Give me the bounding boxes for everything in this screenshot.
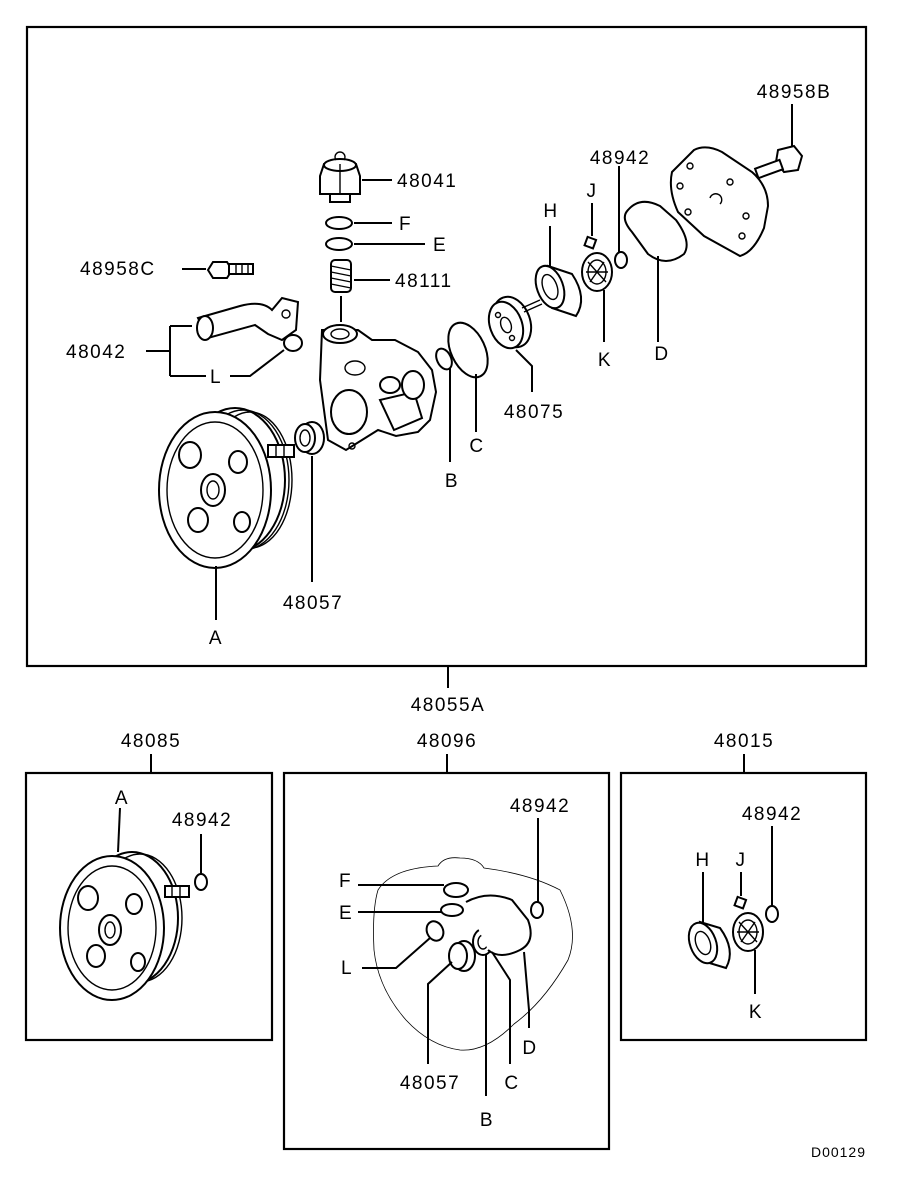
kit-bearing-bearing-k-part xyxy=(732,912,764,952)
kit-seals-frame xyxy=(282,771,611,1151)
label-pipe: 48042 xyxy=(66,342,126,363)
kit-seals-label-seal: 48057 xyxy=(400,1073,460,1094)
label-bolt-c: 48958C xyxy=(80,259,156,280)
label-oring-b: B xyxy=(445,471,459,492)
label-plate: 48075 xyxy=(504,402,564,423)
kit-bearing-label-bearing-k: K xyxy=(749,1002,763,1023)
kit-seals-oring-f-part xyxy=(443,882,469,898)
kit-seals-label-oring-e: E xyxy=(339,903,353,924)
kit-pulley-snapring-part xyxy=(194,873,208,891)
kit-seals-panel: 48096 48942 F E L 48057 B C D xyxy=(282,731,611,1151)
label-cap: 48041 xyxy=(397,171,457,192)
label-oring-l: L xyxy=(210,367,222,388)
oring-e-part xyxy=(325,237,353,251)
ring-h-part xyxy=(534,264,583,318)
kit-pulley-frame xyxy=(24,771,274,1042)
pump-outline-ghost xyxy=(373,857,573,1051)
kit-bearing-label-key-j: J xyxy=(736,850,747,871)
kit-seals-snapring-part xyxy=(530,901,544,919)
oring-f-part xyxy=(325,216,353,230)
cover-part xyxy=(669,146,770,258)
kit-seals-part-number: 48096 xyxy=(417,731,477,752)
kit-bearing-label-snapring: 48942 xyxy=(742,804,802,825)
bolt-c-part xyxy=(206,261,254,279)
label-pulley: A xyxy=(209,628,223,649)
kit-pulley-label-pulley: A xyxy=(115,788,129,809)
kit-bearing-snapring-part xyxy=(765,905,779,923)
bolt-b-part xyxy=(753,144,804,180)
kit-seals-oring-e-part xyxy=(440,903,464,917)
kit-pulley-part-number: 48085 xyxy=(121,731,181,752)
snapring-part xyxy=(614,251,628,269)
label-snapring: 48942 xyxy=(590,148,650,169)
assembly-part-number: 48055A xyxy=(411,695,486,716)
kit-seals-label-oring-b: B xyxy=(480,1110,494,1131)
pump-body xyxy=(318,324,438,452)
oring-b-part xyxy=(435,347,453,371)
kit-pulley-label-snapring: 48942 xyxy=(172,810,232,831)
spring-part xyxy=(330,259,352,293)
kit-bearing-ring-h-part xyxy=(687,920,731,970)
kit-pulley-panel: 48085 A 48942 xyxy=(24,731,274,1042)
kit-pulley-part xyxy=(59,851,190,1001)
plate-part xyxy=(487,295,543,350)
cap-part xyxy=(319,151,361,203)
main-assembly-frame xyxy=(25,25,868,668)
kit-bearing-label-ring-h: H xyxy=(695,850,710,871)
label-oring-e: E xyxy=(433,235,447,256)
pipe-part xyxy=(196,296,300,342)
kit-seals-gasket-d-part xyxy=(465,894,532,956)
label-bearing-k: K xyxy=(598,350,612,371)
label-ring-h: H xyxy=(543,201,558,222)
label-seal: 48057 xyxy=(283,593,343,614)
kit-seals-label-gasket-d: D xyxy=(522,1038,537,1059)
label-oring-c: C xyxy=(469,436,484,457)
key-j-part xyxy=(583,235,598,250)
seal-part xyxy=(294,421,325,455)
kit-seals-label-oring-c: C xyxy=(504,1073,519,1094)
kit-seals-label-oring-l: L xyxy=(341,958,353,979)
kit-seals-label-oring-f: F xyxy=(339,871,352,892)
kit-bearing-frame xyxy=(619,771,868,1042)
oring-l-part xyxy=(283,334,303,352)
oring-c-part xyxy=(447,321,489,379)
kit-bearing-key-j-part xyxy=(733,895,748,910)
label-gasket-d: D xyxy=(654,344,669,365)
label-bolt-b: 48958B xyxy=(757,82,832,103)
kit-bearing-panel: 48015 H J K 48942 xyxy=(619,731,868,1042)
kit-seals-label-snapring: 48942 xyxy=(510,796,570,817)
main-assembly-panel: 48055A 48041 F E 48111 xyxy=(25,25,868,716)
label-key-j: J xyxy=(587,181,598,202)
pulley-part xyxy=(158,407,295,569)
drawing-code: D00129 xyxy=(811,1144,866,1160)
gasket-d-part xyxy=(623,200,688,262)
kit-seals-seal-part xyxy=(448,940,476,972)
label-oring-f: F xyxy=(399,214,412,235)
bearing-k-part xyxy=(581,252,613,292)
kit-seals-oring-l-part xyxy=(425,920,445,942)
kit-bearing-part-number: 48015 xyxy=(714,731,774,752)
label-spring: 48111 xyxy=(395,271,453,292)
